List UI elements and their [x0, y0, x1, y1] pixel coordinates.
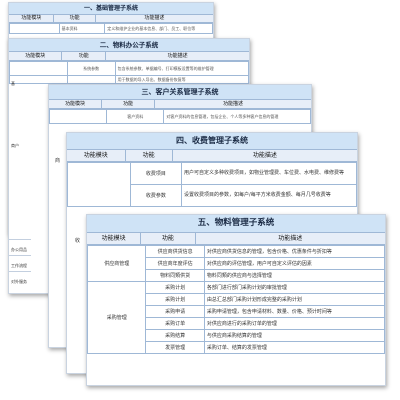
- col-header-function: 功能: [54, 15, 96, 22]
- col-header-description: 功能描述: [222, 101, 243, 107]
- table-row: 收费项目 用户可自定义多种收费项目，如物业管理费、车位费、水电费、维修费等: [67, 162, 357, 207]
- col-header-module: 功能模块: [49, 100, 102, 108]
- col-header-description: 功能描述: [167, 53, 188, 59]
- side-label: 收: [75, 238, 81, 244]
- side-label: 商户: [11, 143, 19, 148]
- col-header-module: 功能模块: [9, 15, 55, 22]
- table-row: 采购管理 采购计划 各部门进行部门采购计划的审批管理: [87, 281, 385, 354]
- col-header-description: 功能描述: [252, 152, 277, 159]
- side-label: 办公用品: [11, 247, 27, 252]
- table-row: 采购结算 与供应商采购结算的管理: [88, 329, 385, 342]
- side-label: 商: [55, 158, 61, 164]
- table-header: 功能模块 功能 功能描述: [49, 100, 311, 109]
- row-divider: [9, 239, 31, 240]
- table-row: 物料同類供货 物料同類的供应商与选择管理: [88, 269, 385, 282]
- function-table: 收费项目 用户可自定义多种收费项目，如物业管理费、车位费、水电费、维修费等 收费…: [67, 162, 357, 207]
- side-label: 对外服务: [11, 279, 27, 284]
- col-header-module: 功能模块: [87, 233, 142, 244]
- table-row: 供应商管理 供应商供货信息 对供应商供货信息的管理，包含价格、优惠条件与折扣等: [87, 245, 385, 282]
- side-label: 基: [11, 81, 15, 86]
- col-header-function: 功能: [126, 150, 173, 161]
- table-row: 客户资料 对客户资料的信息管理，包括企业、个人等多种客户信息的管理: [49, 109, 311, 124]
- row-divider: [9, 271, 31, 272]
- sheet-title: 五、物料管理子系统: [87, 215, 385, 233]
- function-table: 客户资料 对客户资料的信息管理，包括企业、个人等多种客户信息的管理: [49, 109, 311, 124]
- row-divider: [9, 255, 31, 256]
- col-header-function: 功能: [141, 233, 196, 244]
- sheet-title: 三、客户关系管理子系统: [49, 85, 311, 100]
- sheet-title: 一、基础管理子系统: [9, 3, 213, 15]
- sheet-title: 二、物料办公子系统: [9, 39, 249, 52]
- table-row: 用于数据的导入导出、数据备份恢复等: [9, 75, 249, 84]
- col-header-module: 功能模块: [67, 150, 126, 161]
- table-row: 收费参数 设置收费项目的参数，如每户/每平方米收费金额、每月几号收费等: [68, 184, 357, 207]
- col-header-description: 功能描述: [144, 15, 165, 21]
- col-header-description: 功能描述: [278, 235, 303, 242]
- table-header: 功能模块 功能 功能描述: [67, 150, 357, 162]
- sheet-material-management: 五、物料管理子系统 功能模块 功能 功能描述 供应商管理 供应商供货信息 对供应…: [86, 214, 386, 386]
- function-table: 系统参数 包含系统参数、单据编号、打印模板设置等的维护管理 用于数据的导入导出、…: [9, 61, 249, 84]
- table-header: 功能模块 功能 功能描述: [9, 52, 249, 61]
- col-header-function: 功能: [62, 52, 107, 60]
- col-header-module: 功能模块: [9, 52, 63, 60]
- function-table: 基本资料 定义和维护企业的基本信息、部门、员工、职位等: [9, 23, 213, 34]
- table-row: 发票管理 采购订单、结算的发票管理: [88, 341, 385, 354]
- module-cell: 供应商管理: [87, 245, 147, 282]
- table-header: 功能模块 功能 功能描述: [87, 233, 385, 245]
- function-table: 供应商管理 供应商供货信息 对供应商供货信息的管理，包含价格、优惠条件与折扣等 …: [87, 245, 385, 354]
- module-cell: 采购管理: [87, 281, 147, 354]
- col-header-function: 功能: [102, 100, 155, 108]
- table-header: 功能模块 功能 功能描述: [9, 15, 213, 23]
- table-row: 系统参数 包含系统参数、单据编号、打印模板设置等的维护管理: [9, 61, 249, 76]
- table-row: 基本资料 定义和维护企业的基本信息、部门、员工、职位等: [9, 23, 213, 34]
- sheet-title: 四、收费管理子系统: [67, 133, 357, 150]
- side-label: 工作流程: [11, 263, 27, 268]
